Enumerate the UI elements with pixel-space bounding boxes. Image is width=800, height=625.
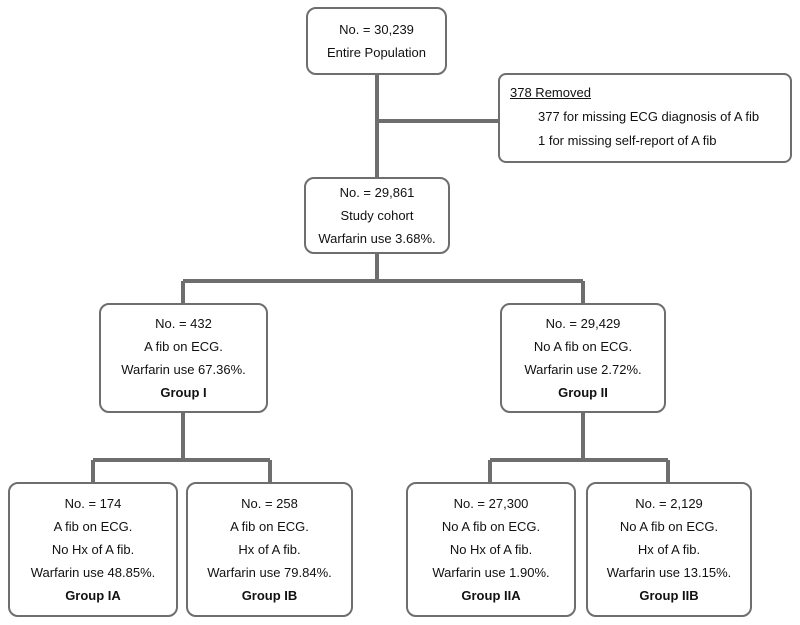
removed-item: 1 for missing self-report of A fib <box>538 133 717 148</box>
removed-box: 378 Removed 377 for missing ECG diagnosi… <box>498 73 792 163</box>
group2-label: Group II <box>558 385 608 400</box>
entire-population-box: No. = 30,239 Entire Population <box>306 7 447 75</box>
group1-box: No. = 432 A fib on ECG. Warfarin use 67.… <box>99 303 268 413</box>
group1b-ecg: A fib on ECG. <box>230 519 309 534</box>
group1a-ecg: A fib on ECG. <box>53 519 133 534</box>
group1a-box: No. = 174 A fib on ECG. No Hx of A fib. … <box>8 482 178 617</box>
group2a-warfarin: Warfarin use 1.90%. <box>432 565 550 580</box>
group1b-history: Hx of A fib. <box>238 542 301 557</box>
group2b-warfarin: Warfarin use 13.15%. <box>606 565 732 580</box>
group1b-count: No. = 258 <box>241 496 298 511</box>
cohort-warfarin: Warfarin use 3.68%. <box>318 231 436 246</box>
group1a-history: No Hx of A fib. <box>51 542 135 557</box>
group1b-box: No. = 258 A fib on ECG. Hx of A fib. War… <box>186 482 353 617</box>
group2-ecg: No A fib on ECG. <box>533 339 633 354</box>
group2b-box: No. = 2,129 No A fib on ECG. Hx of A fib… <box>586 482 752 617</box>
group2b-ecg: No A fib on ECG. <box>619 519 719 534</box>
removed-item: 377 for missing ECG diagnosis of A fib <box>538 109 760 124</box>
group1-warfarin: Warfarin use 67.36%. <box>121 362 246 377</box>
group1a-warfarin: Warfarin use 48.85%. <box>30 565 156 580</box>
group2a-box: No. = 27,300 No A fib on ECG. No Hx of A… <box>406 482 576 617</box>
entire-label: Entire Population <box>326 45 426 60</box>
group1a-count: No. = 174 <box>64 496 122 511</box>
group2-count: No. = 29,429 <box>545 316 621 331</box>
cohort-count: No. = 29,861 <box>339 185 415 200</box>
group1-ecg: A fib on ECG. <box>144 339 223 354</box>
group2a-ecg: No A fib on ECG. <box>441 519 541 534</box>
group1b-warfarin: Warfarin use 79.84%. <box>207 565 332 580</box>
group1-count: No. = 432 <box>155 316 212 331</box>
group2b-history: Hx of A fib. <box>637 542 701 557</box>
group2-warfarin: Warfarin use 2.72%. <box>524 362 642 377</box>
group2b-count: No. = 2,129 <box>635 496 703 511</box>
removed-title: 378 Removed <box>510 85 591 100</box>
group2b-label: Group IIB <box>639 588 699 603</box>
group1a-label: Group IA <box>65 588 121 603</box>
entire-count: No. = 30,239 <box>339 22 414 37</box>
group1-label: Group I <box>160 385 207 400</box>
group2a-count: No. = 27,300 <box>453 496 529 511</box>
group2a-label: Group IIA <box>461 588 521 603</box>
group2-box: No. = 29,429 No A fib on ECG. Warfarin u… <box>500 303 666 413</box>
study-cohort-box: No. = 29,861 Study cohort Warfarin use 3… <box>304 177 450 254</box>
group2a-history: No Hx of A fib. <box>449 542 533 557</box>
group1b-label: Group IB <box>241 588 298 603</box>
cohort-label: Study cohort <box>340 208 414 223</box>
